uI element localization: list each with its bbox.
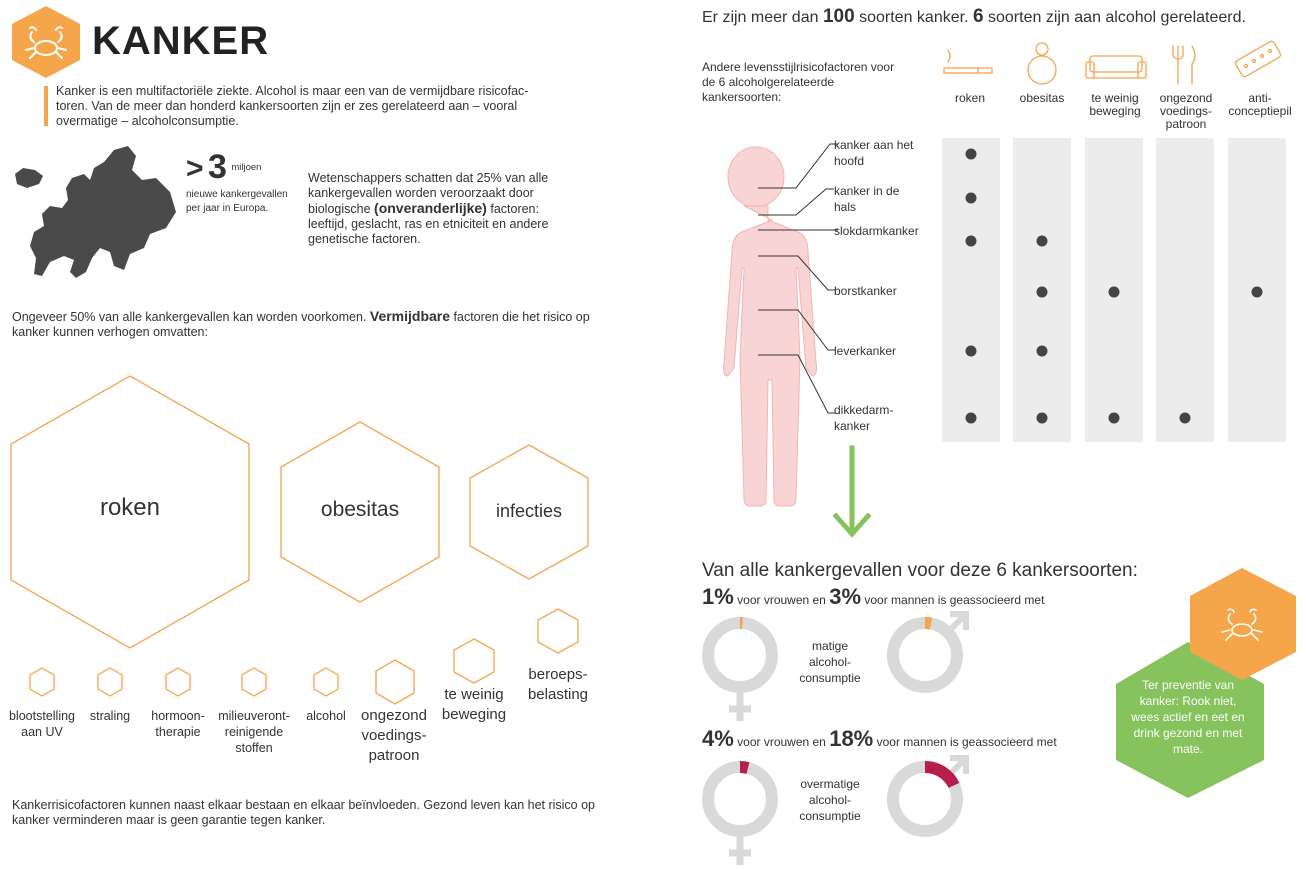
- crab-icon: [25, 26, 67, 59]
- factor-label-beweging: te weinig beweging: [441, 686, 507, 723]
- moderate-stat-line: 1% voor vrouwen en 3% voor mannen is gea…: [702, 584, 1045, 609]
- male-symbol-head: [950, 610, 970, 630]
- hex-uv: [29, 667, 55, 697]
- lifestyle-intro: Andere levensstijlrisicofactoren voor de…: [702, 60, 895, 104]
- factor-label-hormoon: hormoon-therapie: [151, 709, 205, 739]
- moderate-men-ring-track: [887, 617, 963, 693]
- cancer-matrix: [723, 138, 1286, 538]
- hex-beweging: [453, 638, 495, 684]
- excessive-women-ring-fill: [739, 761, 750, 774]
- right-header: Er zijn meer dan 100 soorten kanker. 6 s…: [702, 6, 1246, 27]
- hex-obesitas: [280, 421, 440, 603]
- excessive-label: overmatige alcohol-consumptie: [799, 777, 861, 823]
- gender-ring-charts: [702, 610, 970, 865]
- europe-map-icon: [15, 146, 176, 278]
- moderate-women-ring-track: [702, 617, 778, 693]
- risk-factor-hexagons: [10, 375, 589, 705]
- column-header-voeding: ongezond voedings-patroon: [1159, 91, 1213, 131]
- page-title: KANKER: [92, 19, 270, 63]
- europe-stat-text: nieuwe kankergevallen per jaar in Europa…: [186, 189, 288, 214]
- row-label-breast: borstkanker: [834, 284, 897, 298]
- moderate-label: matige alcohol-consumptie: [799, 639, 861, 685]
- matrix-dot: [1036, 412, 1048, 424]
- organ-leader-lines: [758, 143, 838, 414]
- matrix-dot: [965, 345, 977, 357]
- column-header-pil: anti-conceptiepil: [1228, 91, 1292, 118]
- factor-label-voeding: ongezond voedings-patroon: [361, 707, 427, 764]
- cutlery-icon: [1172, 45, 1196, 85]
- matrix-dot: [1251, 286, 1263, 298]
- excessive-women-ring-track: [702, 761, 778, 837]
- hex-roken: [10, 375, 250, 649]
- matrix-dot: [965, 412, 977, 424]
- moderate-men-ring-fill: [924, 617, 933, 630]
- column-header-roken: roken: [954, 91, 986, 105]
- down-arrow-icon: [832, 445, 872, 538]
- factor-label-milieu: milieuveront-reinigende stoffen: [218, 709, 290, 755]
- scientists-text: Wetenschappers schatten dat 25% van alle…: [308, 171, 549, 246]
- crab-logo: [12, 6, 80, 78]
- matrix-dot: [965, 192, 977, 204]
- prevention-hex-green: [1116, 642, 1264, 798]
- factor-label-beroep: beroeps-belasting: [527, 666, 589, 703]
- hex-beroep: [537, 608, 579, 654]
- male-symbol-head: [950, 754, 970, 774]
- row-label-liver: leverkanker: [834, 344, 897, 358]
- hex-hormoon: [165, 667, 191, 697]
- excessive-stat-line: 4% voor vrouwen en 18% voor mannen is ge…: [702, 726, 1057, 751]
- row-label-colon: dikkedarm-kanker: [834, 403, 894, 433]
- row-label-head: kanker aan het hoofd: [834, 138, 914, 168]
- europe-stat: > 3 miljoen: [186, 148, 262, 186]
- matrix-dot: [1108, 412, 1120, 424]
- human-body-silhouette: [723, 146, 817, 507]
- factor-label-uv: blootstelling aan UV: [8, 709, 75, 739]
- avoidable-text: Ongeveer 50% van alle kankergevallen kan…: [12, 308, 590, 340]
- intro-accent-bar: [44, 86, 48, 126]
- pill-icon: [1234, 40, 1282, 78]
- prevention-text: Ter preventie van kanker: Rook niet, wee…: [1131, 678, 1245, 756]
- prevention-hexagons: [1116, 568, 1296, 798]
- row-label-neck: kanker in de hals: [834, 184, 900, 214]
- factor-label-roken: roken: [99, 494, 161, 521]
- factor-label-straling: straling: [89, 709, 131, 723]
- hex-infecties: [469, 444, 589, 580]
- matrix-dot: [965, 235, 977, 247]
- matrix-dot: [1036, 286, 1048, 298]
- obesity-icon: [1027, 42, 1057, 85]
- intro-text: Kanker is een multifactoriële ziekte. Al…: [56, 84, 529, 128]
- matrix-dots: [965, 148, 1263, 424]
- column-header-obesitas: obesitas: [1019, 91, 1065, 105]
- hex-voeding: [375, 659, 415, 705]
- matrix-dot: [965, 148, 977, 160]
- hex-straling: [97, 667, 123, 697]
- sofa-icon: [1085, 55, 1147, 79]
- factor-label-alcohol: alcohol: [306, 709, 346, 723]
- matrix-dot: [1036, 345, 1048, 357]
- matrix-dot: [1179, 412, 1191, 424]
- hex-milieu: [241, 667, 267, 697]
- cigarette-icon: [943, 49, 993, 74]
- excessive-men-ring-fill: [924, 761, 960, 789]
- factor-label-infecties: infecties: [495, 501, 563, 521]
- matrix-dot: [1036, 235, 1048, 247]
- factor-label-obesitas: obesitas: [320, 498, 400, 521]
- crab-icon: [1221, 608, 1263, 641]
- matrix-dot: [1108, 286, 1120, 298]
- footer-text: Kankerrisicofactoren kunnen naast elkaar…: [12, 798, 596, 827]
- hex-alcohol: [313, 667, 339, 697]
- row-label-esophagus: slokdarmkanker: [834, 224, 919, 238]
- stats-title: Van alle kankergevallen voor deze 6 kank…: [702, 560, 1138, 581]
- column-header-beweging: te weinig beweging: [1089, 91, 1141, 118]
- lifestyle-icons: [943, 40, 1282, 85]
